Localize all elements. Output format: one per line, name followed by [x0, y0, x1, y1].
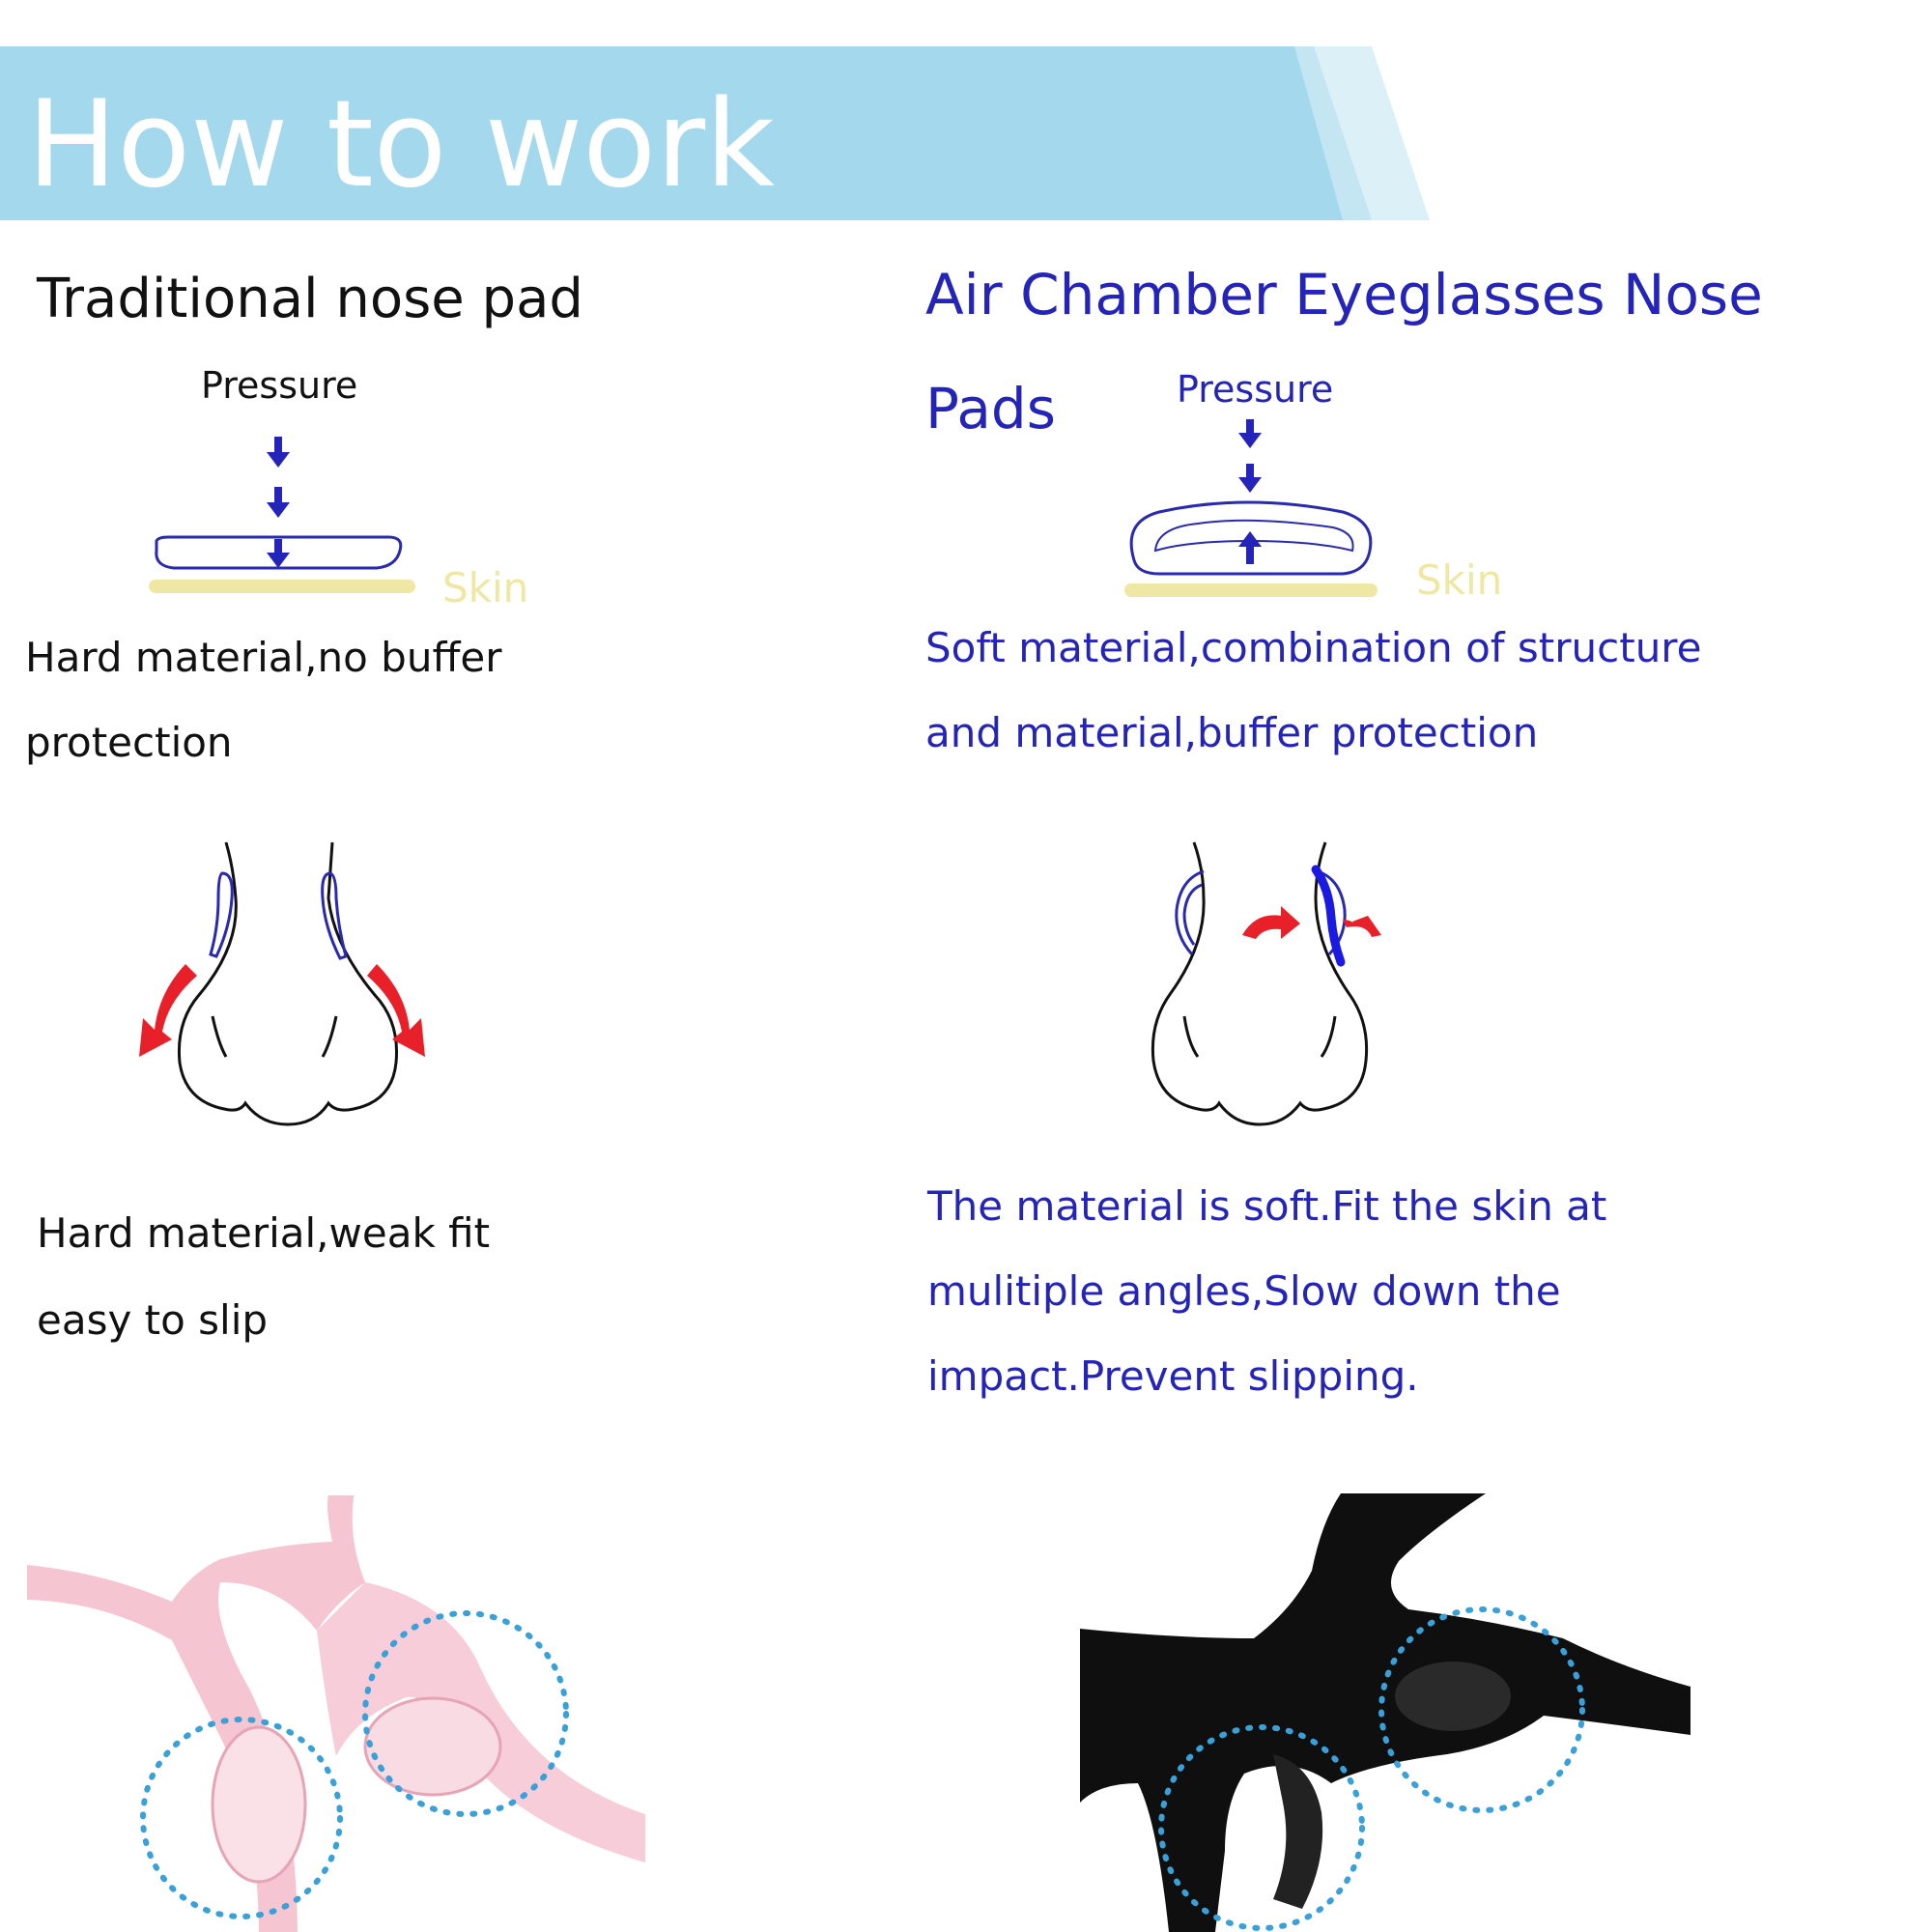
header-banner: [0, 46, 1430, 220]
nose-fit-diagram: [1151, 841, 1381, 1126]
right-heading-line2: Pads: [925, 376, 1056, 441]
right-desc2-line2: mulitiple angles,Slow down the: [927, 1267, 1561, 1315]
nose-slipping-diagram: [139, 841, 425, 1126]
right-skin-label: Skin: [1416, 556, 1503, 604]
highlight-circle: [1158, 1724, 1365, 1931]
highlight-circle: [362, 1610, 569, 1817]
hard-pad-shape: [155, 535, 403, 570]
left-heading: Traditional nose pad: [37, 268, 583, 330]
left-desc1-line1: Hard material,no buffer: [25, 634, 502, 681]
air-chamber-pad-shape: [1129, 500, 1373, 576]
highlight-circle: [140, 1717, 343, 1919]
air-chamber-pad-diagram: [1124, 419, 1378, 597]
right-heading-line1: Air Chamber Eyeglasses Nose: [925, 262, 1763, 327]
right-desc2-line3: impact.Prevent slipping.: [927, 1352, 1419, 1400]
pink-eyeglasses-photo: [27, 1495, 645, 1932]
traditional-pad-diagram: [149, 437, 415, 593]
right-desc1-line2: and material,buffer protection: [925, 709, 1539, 756]
left-desc2-line2: easy to slip: [37, 1296, 269, 1344]
left-pad-icon: [1175, 869, 1205, 956]
right-pad-icon: [321, 871, 348, 960]
right-desc2-line1: The material is soft.Fit the skin at: [927, 1182, 1607, 1230]
slip-arrow-right-icon: [367, 964, 425, 1057]
right-pressure-label: Pressure: [1177, 368, 1334, 411]
curve-arrow-left-icon: [1242, 906, 1300, 939]
black-eyeglasses-photo: [1080, 1493, 1690, 1932]
skin-bar: [1124, 583, 1378, 597]
slip-arrow-left-icon: [139, 964, 197, 1057]
left-desc2-line1: Hard material,weak fit: [37, 1209, 491, 1257]
up-arrow-icon: [1238, 531, 1262, 564]
highlight-circle: [1378, 1606, 1585, 1813]
pressure-arrow-icon: [1238, 419, 1262, 493]
left-pressure-label: Pressure: [201, 364, 358, 407]
banner-title: How to work: [27, 75, 775, 214]
left-skin-label: Skin: [442, 564, 529, 611]
right-desc1-line1: Soft material,combination of structure: [925, 624, 1702, 671]
skin-bar: [149, 580, 415, 593]
curve-arrow-right-icon: [1343, 916, 1381, 937]
pressure-arrow-icon: [267, 437, 290, 568]
left-pad-icon: [209, 871, 234, 958]
left-desc1-line2: protection: [25, 719, 233, 766]
